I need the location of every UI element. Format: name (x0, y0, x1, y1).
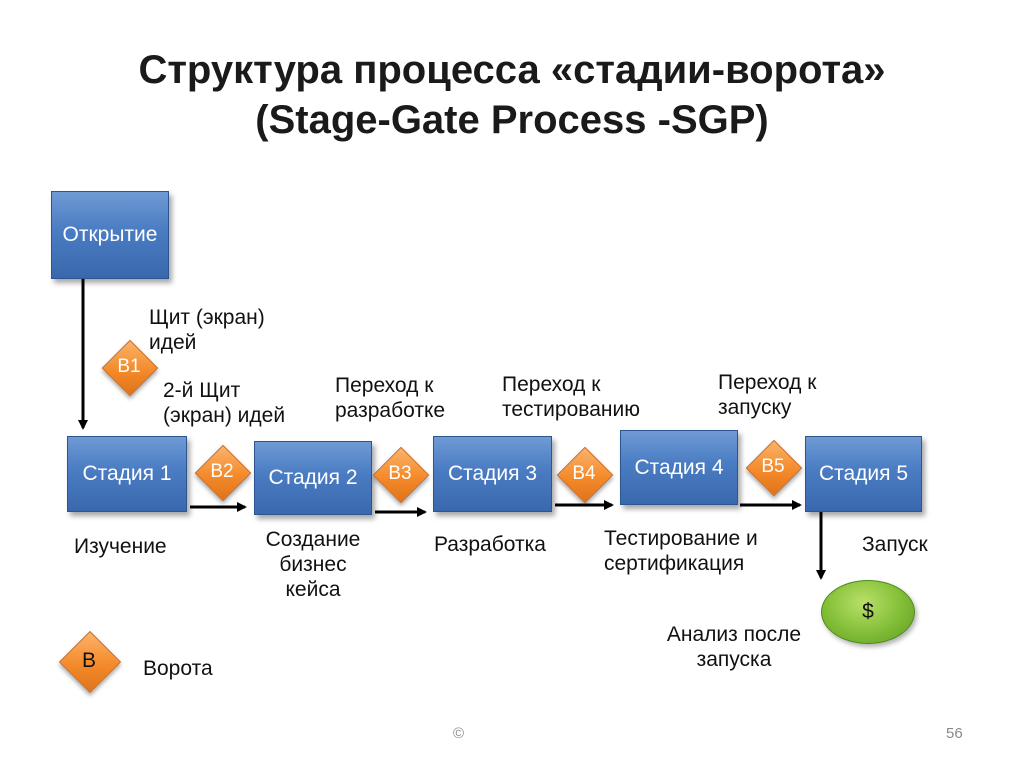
post-launch-description: Анализ после запуска (666, 623, 802, 671)
stage-4-box: Стадия 4 (620, 430, 738, 505)
stage-4-description: Тестирование и сертификация (604, 527, 758, 575)
stage-1-label: Стадия 1 (82, 462, 172, 485)
gate-b5-description: Переход к запуску (718, 371, 817, 419)
gate-b5-label: B5 (761, 456, 785, 477)
stage-1-box: Стадия 1 (67, 436, 187, 512)
gate-b5: B5 (745, 439, 803, 497)
stage-3-description: Разработка (434, 533, 546, 556)
gate-b2-description: 2-й Щит (экран) идей (163, 379, 286, 427)
stage-5-label: Стадия 5 (818, 462, 909, 485)
discovery-box: Открытие (51, 191, 169, 279)
discovery-label: Открытие (62, 223, 158, 246)
stage-5-box: Стадия 5 (805, 436, 922, 512)
stage-5-description: Запуск (862, 533, 928, 556)
stage-4-label: Стадия 4 (634, 455, 724, 479)
legend-gate-label: Ворота (143, 657, 213, 680)
title-line-1: Структура процесса «стадии-ворота» (138, 48, 886, 92)
gate-b4: B4 (556, 446, 614, 504)
gate-b2: B2 (194, 444, 252, 502)
stage-3-label: Стадия 3 (447, 462, 538, 485)
stage-3-box: Стадия 3 (433, 436, 552, 512)
gate-b1-label: B1 (117, 356, 141, 377)
gate-b3-description: Переход к разработке (335, 374, 446, 422)
gate-b2-label: B2 (210, 461, 234, 482)
footer-copyright: © (453, 725, 465, 742)
gate-b1-description: Щит (экран) идей (149, 306, 265, 354)
gate-b4-label: B4 (572, 463, 596, 484)
footer-page-number: 56 (946, 725, 963, 742)
title-line-2: (Stage-Gate Process -SGP) (255, 98, 769, 142)
gate-b4-description: Переход к тестированию (502, 373, 640, 421)
gate-b3-label: B3 (388, 463, 412, 484)
stage-1-description: Изучение (74, 535, 167, 558)
dollar-symbol: $ (862, 600, 874, 623)
stage-2-label: Стадия 2 (268, 466, 358, 489)
legend-gate-icon: B (58, 630, 122, 694)
post-launch-dollar-icon: $ (821, 580, 915, 644)
stage-2-box: Стадия 2 (254, 441, 372, 515)
legend-gate-letter: B (81, 649, 96, 672)
stage-2-description: Создание бизнес кейса (265, 528, 361, 601)
gate-b3: B3 (372, 446, 430, 504)
gate-b1: B1 (101, 339, 159, 397)
